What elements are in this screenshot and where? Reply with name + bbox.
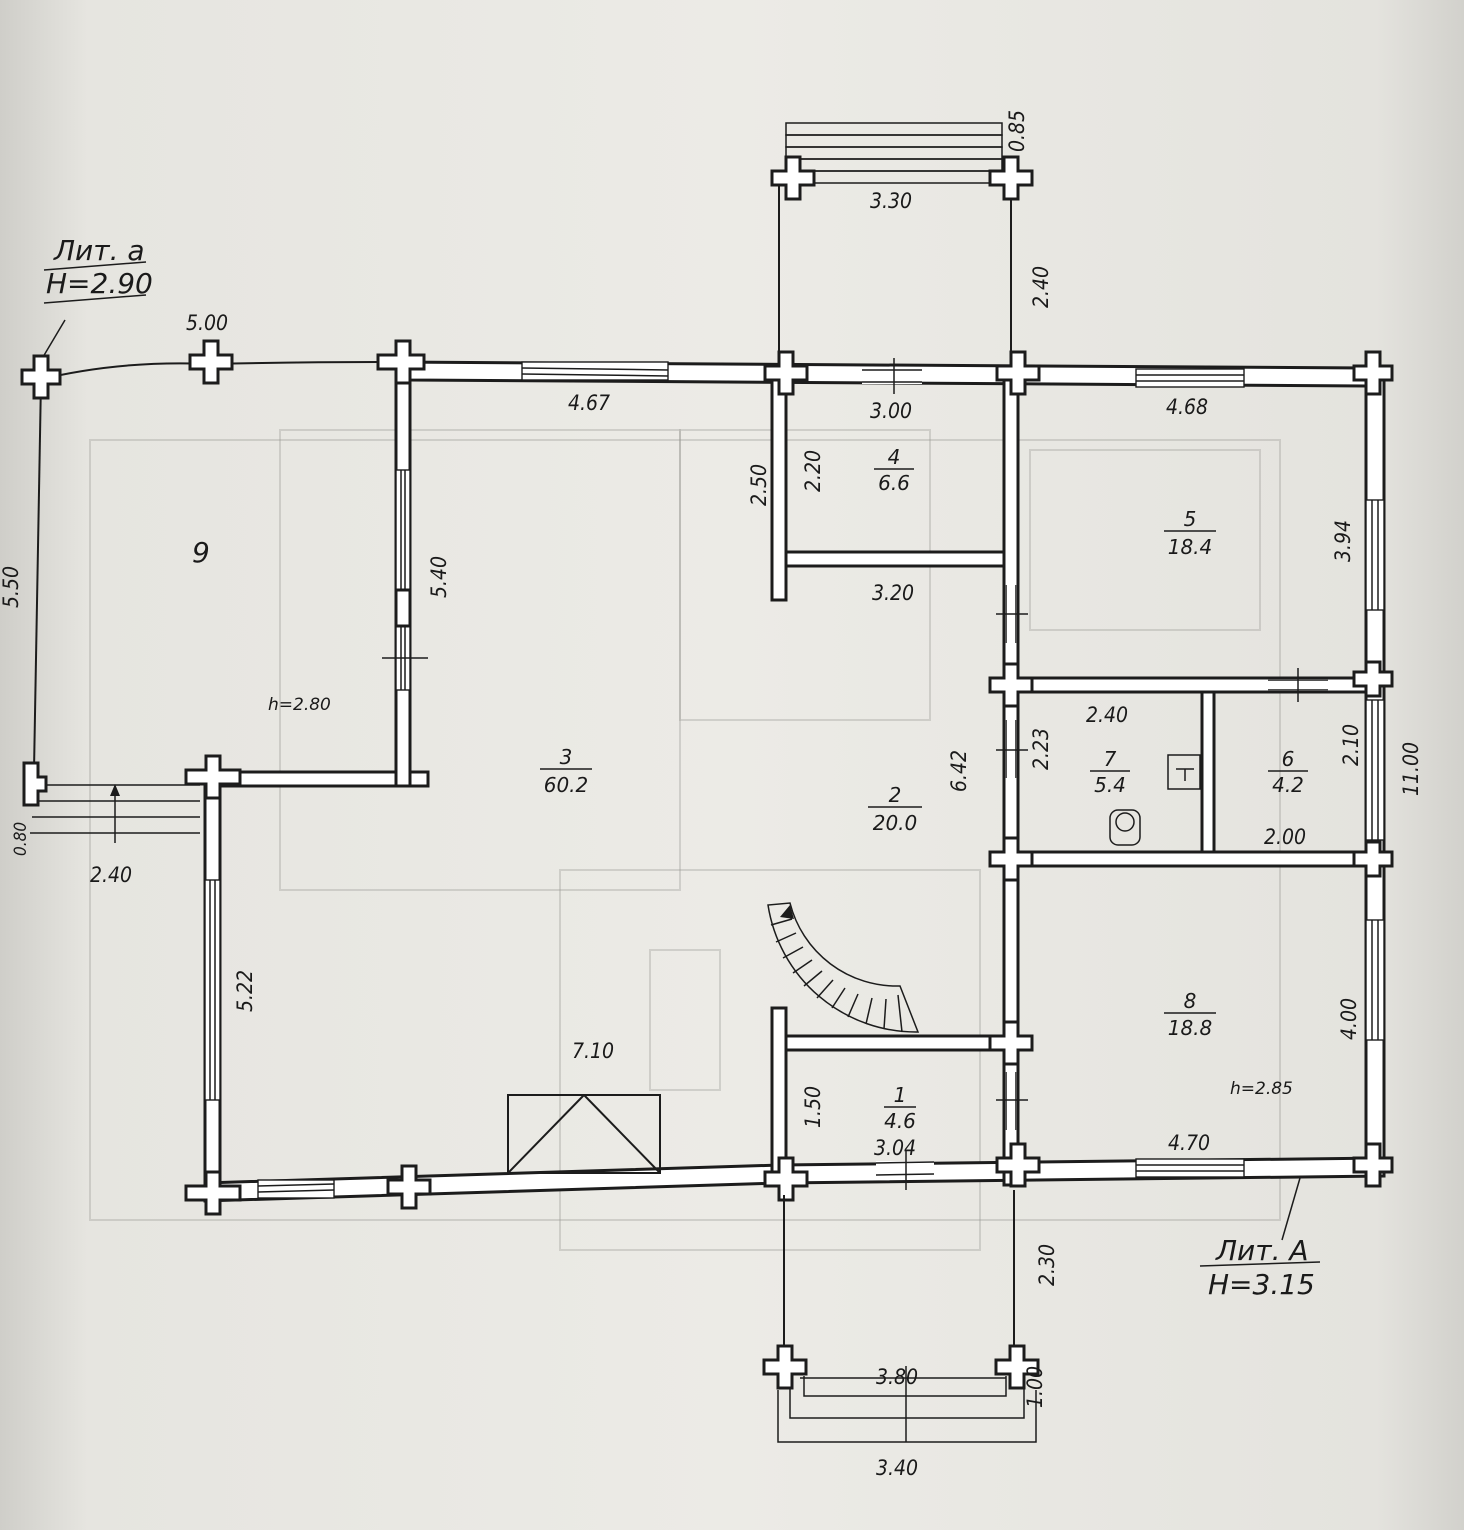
- titles: Лит. а Н=2.90 Лит. А Н=3.15 h=2.80 h=2.8…: [46, 234, 1315, 1301]
- room-8: 8 18.8: [1164, 989, 1216, 1040]
- dim-porch-top-depth: 2.40: [1029, 266, 1053, 308]
- bottom-porch: [762, 1177, 1321, 1443]
- room-6: 6 4.2: [1268, 747, 1308, 797]
- ghost-background: [89, 429, 1281, 1251]
- dim-r7-2-40: 2.40: [1086, 703, 1128, 727]
- dim-wall-5-40: 5.40: [427, 556, 451, 598]
- room-6-number: 6: [1282, 747, 1295, 771]
- room-4: 4 6.6: [874, 445, 914, 495]
- dim-r4-3-20: 3.20: [872, 581, 914, 605]
- dim-r7-2-23: 2.23: [1029, 728, 1053, 770]
- dimension-labels: 3.30 0.85 2.40 5.00 5.50 0.80 2.40 5.40 …: [0, 110, 1423, 1480]
- dim-stair-7-10: 7.10: [572, 1039, 614, 1063]
- dim-r8-4-00: 4.00: [1337, 998, 1361, 1040]
- room-7-number: 7: [1104, 747, 1117, 771]
- windows: [204, 361, 1385, 1199]
- spiral-stair: [767, 902, 920, 1033]
- room-8-number: 8: [1184, 989, 1197, 1013]
- dim-porch-bottom-inner: 3.80: [876, 1365, 918, 1389]
- room-7: 7 5.4: [1090, 747, 1130, 797]
- log-crosses: [184, 339, 1394, 1216]
- dim-right-11-00: 11.00: [1399, 742, 1423, 796]
- room-3: 3 60.2: [540, 745, 592, 797]
- dim-porch-bottom-step: 1.00: [1023, 1366, 1047, 1408]
- dim-terrace-top: 5.00: [186, 311, 228, 335]
- dim-r5-3-94: 3.94: [1331, 520, 1355, 562]
- room8-height: h=2.85: [1230, 1079, 1293, 1099]
- dim-r1-3-04: 3.04: [874, 1136, 916, 1160]
- room-6-area: 4.2: [1272, 773, 1304, 797]
- dim-porch-bottom-depth: 2.30: [1035, 1244, 1059, 1286]
- doors: [382, 358, 1328, 1190]
- dim-top-4-67: 4.67: [568, 391, 610, 415]
- room-7-area: 5.4: [1094, 773, 1126, 797]
- dim-terrace-left: 5.50: [0, 566, 23, 608]
- room-4-number: 4: [888, 445, 901, 469]
- dim-top-3-00: 3.00: [870, 399, 912, 423]
- dim-r2-6-42: 6.42: [947, 750, 971, 792]
- dim-r4-2-50: 2.50: [747, 464, 771, 506]
- dim-r6-2-00: 2.00: [1264, 825, 1306, 849]
- lit-a-big-label: Лит. А: [1215, 1234, 1309, 1267]
- room-3-area: 60.2: [544, 773, 589, 797]
- dim-bottom-4-70: 4.70: [1168, 1131, 1210, 1155]
- height-A-label: Н=3.15: [1208, 1268, 1315, 1301]
- room-3-number: 3: [560, 745, 573, 769]
- dim-r6-2-10: 2.10: [1339, 724, 1363, 766]
- dim-porch-top-width: 3.30: [870, 189, 912, 213]
- stair-box: [507, 1094, 661, 1174]
- dim-porch-bottom-width: 3.40: [876, 1456, 918, 1480]
- room-labels: 1 4.6 2 20.0 3 60.2 4 6.6 5 18.4 6 4.2: [192, 445, 1308, 1133]
- dim-terrace-step: 0.80: [11, 822, 31, 856]
- room-4-area: 6.6: [878, 471, 910, 495]
- room-5: 5 18.4: [1164, 507, 1216, 559]
- dim-left-5-22: 5.22: [233, 970, 257, 1012]
- room-5-area: 18.4: [1168, 535, 1213, 559]
- dim-r4-2-20: 2.20: [801, 450, 825, 492]
- room9-height: h=2.80: [268, 695, 331, 715]
- dim-terrace-bottom: 2.40: [90, 863, 132, 887]
- room-2-area: 20.0: [873, 811, 918, 835]
- room-5-number: 5: [1184, 507, 1197, 531]
- room-1-area: 4.6: [884, 1109, 916, 1133]
- dim-top-4-68: 4.68: [1166, 395, 1208, 419]
- top-porch: [770, 122, 1034, 358]
- dim-porch-top-step: 0.85: [1005, 110, 1029, 152]
- dim-r1-1-50: 1.50: [801, 1086, 825, 1128]
- room-2-number: 2: [889, 783, 902, 807]
- room-1-number: 1: [894, 1083, 907, 1107]
- room-2: 2 20.0: [868, 783, 922, 835]
- height-a-label: Н=2.90: [46, 267, 153, 300]
- bathroom-fixtures: [1109, 754, 1201, 846]
- lit-a-small-label: Лит. а: [53, 234, 145, 267]
- terrace-9: [20, 261, 381, 843]
- room-1: 1 4.6: [884, 1083, 916, 1133]
- room-8-area: 18.8: [1168, 1016, 1213, 1040]
- room-9-number: 9: [192, 536, 210, 569]
